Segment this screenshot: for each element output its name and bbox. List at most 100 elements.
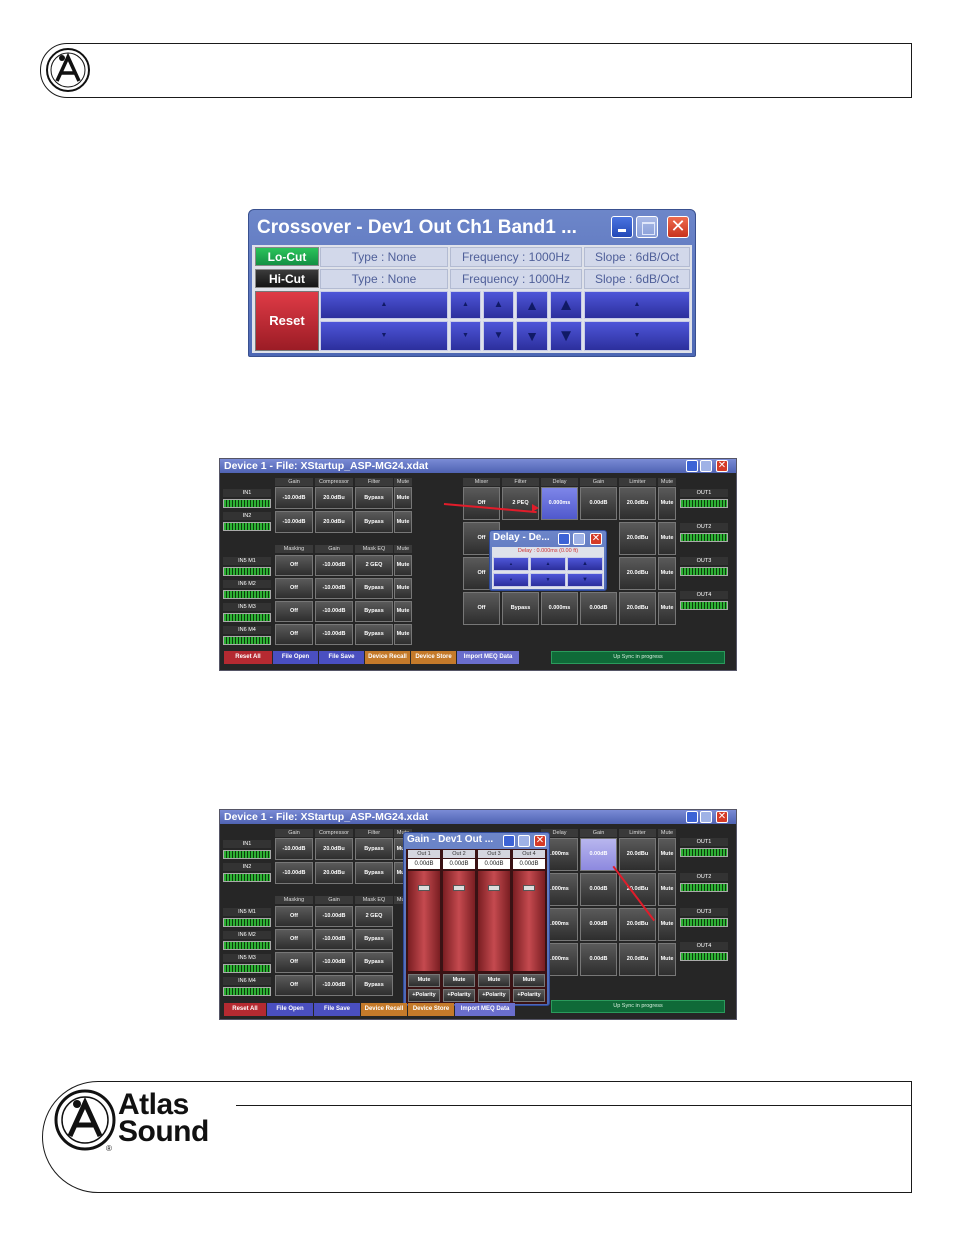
delay-up-large-button[interactable]: ▲ [567,557,603,571]
mask-gain-button[interactable]: -10.00dB [315,975,353,996]
mute-button[interactable]: Mute [408,974,440,987]
masking-button[interactable]: Off [275,975,313,996]
filter-button[interactable]: 2 PEQ [502,487,539,520]
mute-button[interactable]: Mute [658,557,676,590]
reset-all-button[interactable]: Reset All [224,1003,266,1016]
mask-eq-button[interactable]: Bypass [355,578,393,599]
freq-up-medium-button[interactable]: ▲ [483,291,514,319]
filter-button[interactable]: Bypass [355,862,393,884]
polarity-button[interactable]: +Polarity [513,989,545,1002]
gain-button[interactable]: 0.00dB [580,592,617,625]
device-recall-button[interactable]: Device Recall [365,651,410,664]
freq-up-xlarge-button[interactable]: ▲ [550,291,582,319]
masking-button[interactable]: Off [275,624,313,645]
masking-button[interactable]: Off [275,601,313,622]
mute-button[interactable]: Mute [394,624,412,645]
mute-button[interactable]: Mute [658,522,676,555]
limiter-button[interactable]: 20.0dBu [619,487,656,520]
mute-button[interactable]: Mute [394,487,412,509]
close-button[interactable]: ✕ [716,811,728,823]
fader-handle[interactable] [488,885,500,891]
gain-button[interactable]: 0.00dB [580,487,617,520]
maximize-button[interactable] [700,811,712,823]
freq-down-xlarge-button[interactable]: ▼ [550,321,582,351]
minimize-button[interactable] [611,216,633,238]
freq-down-small-button[interactable]: ▼ [450,321,481,351]
compressor-button[interactable]: 20.0dBu [315,487,353,509]
mute-button[interactable]: Mute [658,487,676,520]
delay-button[interactable]: 0.000ms [541,487,578,520]
mask-eq-button[interactable]: Bypass [355,975,393,996]
maximize-button[interactable] [573,533,585,545]
limiter-button[interactable]: 20.0dBu [619,943,656,976]
gain-button[interactable]: 0.00dB [580,873,617,906]
polarity-button[interactable]: +Polarity [478,989,510,1002]
delay-up-small-button[interactable]: ▲ [493,557,529,571]
fader-handle[interactable] [418,885,430,891]
import-meq-button[interactable]: Import MEQ Data [457,651,519,664]
mixer-button[interactable]: Off [463,487,500,520]
masking-button[interactable]: Off [275,555,313,576]
compressor-button[interactable]: 20.0dBu [315,838,353,860]
minimize-button[interactable] [686,811,698,823]
maximize-button[interactable] [636,216,658,238]
limiter-button[interactable]: 20.0dBu [619,908,656,941]
minimize-button[interactable] [558,533,570,545]
fader-handle[interactable] [453,885,465,891]
limiter-button[interactable]: 20.0dBu [619,838,656,871]
delay-button[interactable]: 0.000ms [541,592,578,625]
limiter-button[interactable]: 20.0dBu [619,522,656,555]
mute-button[interactable]: Mute [443,974,475,987]
mask-eq-button[interactable]: Bypass [355,952,393,973]
reset-button[interactable]: Reset [255,291,319,351]
mute-button[interactable]: Mute [478,974,510,987]
compressor-button[interactable]: 20.0dBu [315,511,353,533]
polarity-button[interactable]: +Polarity [408,989,440,1002]
polarity-button[interactable]: +Polarity [443,989,475,1002]
type-down-button[interactable]: ▼ [320,321,448,351]
delay-down-medium-button[interactable]: ▼ [530,573,566,587]
gain-button[interactable]: 0.00dB [580,838,617,871]
lo-cut-button[interactable]: Lo-Cut [255,247,319,266]
mask-eq-button[interactable]: Bypass [355,601,393,622]
filter-button[interactable]: Bypass [502,592,539,625]
mask-eq-button[interactable]: Bypass [355,624,393,645]
file-open-button[interactable]: File Open [273,651,318,664]
delay-down-small-button[interactable]: ▼ [493,573,529,587]
filter-button[interactable]: Bypass [355,511,393,533]
mute-button[interactable]: Mute [658,908,676,941]
gain-button[interactable]: 0.00dB [580,943,617,976]
slope-up-button[interactable]: ▲ [584,291,690,319]
mask-gain-button[interactable]: -10.00dB [315,578,353,599]
gain-button[interactable]: -10.00dB [275,862,313,884]
mask-gain-button[interactable]: -10.00dB [315,929,353,950]
device-recall-button[interactable]: Device Recall [361,1003,407,1016]
freq-down-large-button[interactable]: ▼ [516,321,548,351]
limiter-button[interactable]: 20.0dBu [619,557,656,590]
mute-button[interactable]: Mute [658,943,676,976]
compressor-button[interactable]: 20.0dBu [315,862,353,884]
device-store-button[interactable]: Device Store [411,651,456,664]
masking-button[interactable]: Off [275,929,313,950]
close-button[interactable]: ✕ [667,216,689,238]
delay-up-medium-button[interactable]: ▲ [530,557,566,571]
minimize-button[interactable] [686,460,698,472]
gain-button[interactable]: -10.00dB [275,838,313,860]
maximize-button[interactable] [518,835,530,847]
gain-button[interactable]: -10.00dB [275,487,313,509]
limiter-button[interactable]: 20.0dBu [619,592,656,625]
masking-button[interactable]: Off [275,952,313,973]
type-up-button[interactable]: ▲ [320,291,448,319]
mask-gain-button[interactable]: -10.00dB [315,601,353,622]
import-meq-button[interactable]: Import MEQ Data [455,1003,515,1016]
fader-handle[interactable] [523,885,535,891]
mute-button[interactable]: Mute [658,873,676,906]
mute-button[interactable]: Mute [394,601,412,622]
gain-button[interactable]: -10.00dB [275,511,313,533]
filter-button[interactable]: Bypass [355,838,393,860]
maximize-button[interactable] [700,460,712,472]
minimize-button[interactable] [503,835,515,847]
mask-gain-button[interactable]: -10.00dB [315,624,353,645]
freq-up-large-button[interactable]: ▲ [516,291,548,319]
mute-button[interactable]: Mute [394,578,412,599]
